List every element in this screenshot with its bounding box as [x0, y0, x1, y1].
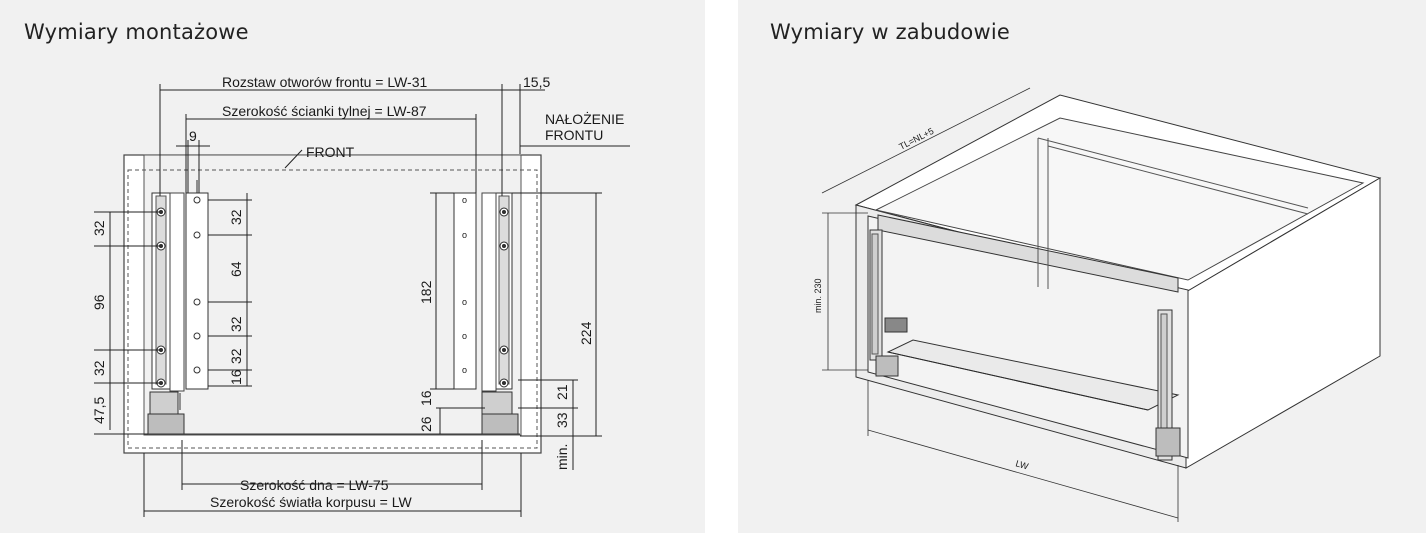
- dim-h16: 16: [418, 390, 434, 406]
- cabinet-3d: [854, 94, 1382, 469]
- svg-text:o: o: [462, 331, 467, 341]
- dim-r16: 16: [228, 369, 244, 385]
- label-szer-tylnej: Szerokość ścianki tylnej = LW-87: [222, 103, 427, 119]
- svg-text:o: o: [462, 365, 467, 375]
- front-outline: [127, 169, 538, 449]
- mounting-dimensions-panel: Wymiary montażowe: [0, 0, 705, 533]
- dim-475: 47,5: [91, 397, 107, 424]
- svg-text:o: o: [462, 230, 467, 240]
- panel-title-installation: Wymiary w zabudowie: [770, 20, 1011, 44]
- mounting-diagram: o o o o o: [91, 74, 630, 517]
- left-back-panel: [185, 180, 209, 390]
- svg-text:o: o: [462, 297, 467, 307]
- label-min230: min. 230: [813, 278, 823, 313]
- label-front: FRONT: [306, 144, 355, 160]
- installation-diagram: TL=NL+5 min. 230 LW: [813, 87, 1382, 522]
- dim-33: 33: [554, 412, 570, 428]
- left-runner: [147, 192, 185, 435]
- label-rozstaw: Rozstaw otworów frontu = LW-31: [222, 74, 428, 90]
- panel-title-mounting: Wymiary montażowe: [24, 20, 249, 44]
- top-dimensions: [159, 84, 630, 196]
- dim-32b: 32: [91, 360, 107, 376]
- right-dimensions: [430, 192, 602, 470]
- svg-text:o: o: [462, 195, 467, 205]
- dim-26: 26: [418, 416, 434, 432]
- label-lw: LW: [1014, 458, 1030, 471]
- dim-182: 182: [418, 280, 434, 304]
- label-155: 15,5: [523, 74, 550, 90]
- dim-r32b: 32: [228, 316, 244, 332]
- left-dimensions: [94, 211, 160, 435]
- back-panel-dimensions: [208, 193, 252, 387]
- label-frontu: FRONTU: [545, 127, 603, 143]
- label-nine: 9: [189, 128, 197, 144]
- label-szer-dna: Szerokość dna = LW-75: [240, 477, 389, 493]
- dim-min: min.: [554, 444, 570, 470]
- dim-32a: 32: [91, 220, 107, 236]
- dim-r32a: 32: [228, 209, 244, 225]
- dim-224: 224: [578, 321, 594, 345]
- installation-dimensions-panel: Wymiary w zabudowie: [738, 0, 1426, 533]
- dim-96: 96: [91, 294, 107, 310]
- installation-dimensions: [821, 87, 1179, 522]
- dim-r64: 64: [228, 261, 244, 277]
- bottom-dimensions: [143, 440, 522, 517]
- label-szer-swiatla: Szerokość światła korpusu = LW: [210, 494, 412, 510]
- dim-21: 21: [554, 384, 570, 400]
- dim-r32c: 32: [228, 348, 244, 364]
- right-back-panel: o o o o o: [453, 192, 477, 390]
- right-runner: [481, 192, 519, 435]
- label-nalozenie: NAŁOŻENIE: [545, 110, 624, 127]
